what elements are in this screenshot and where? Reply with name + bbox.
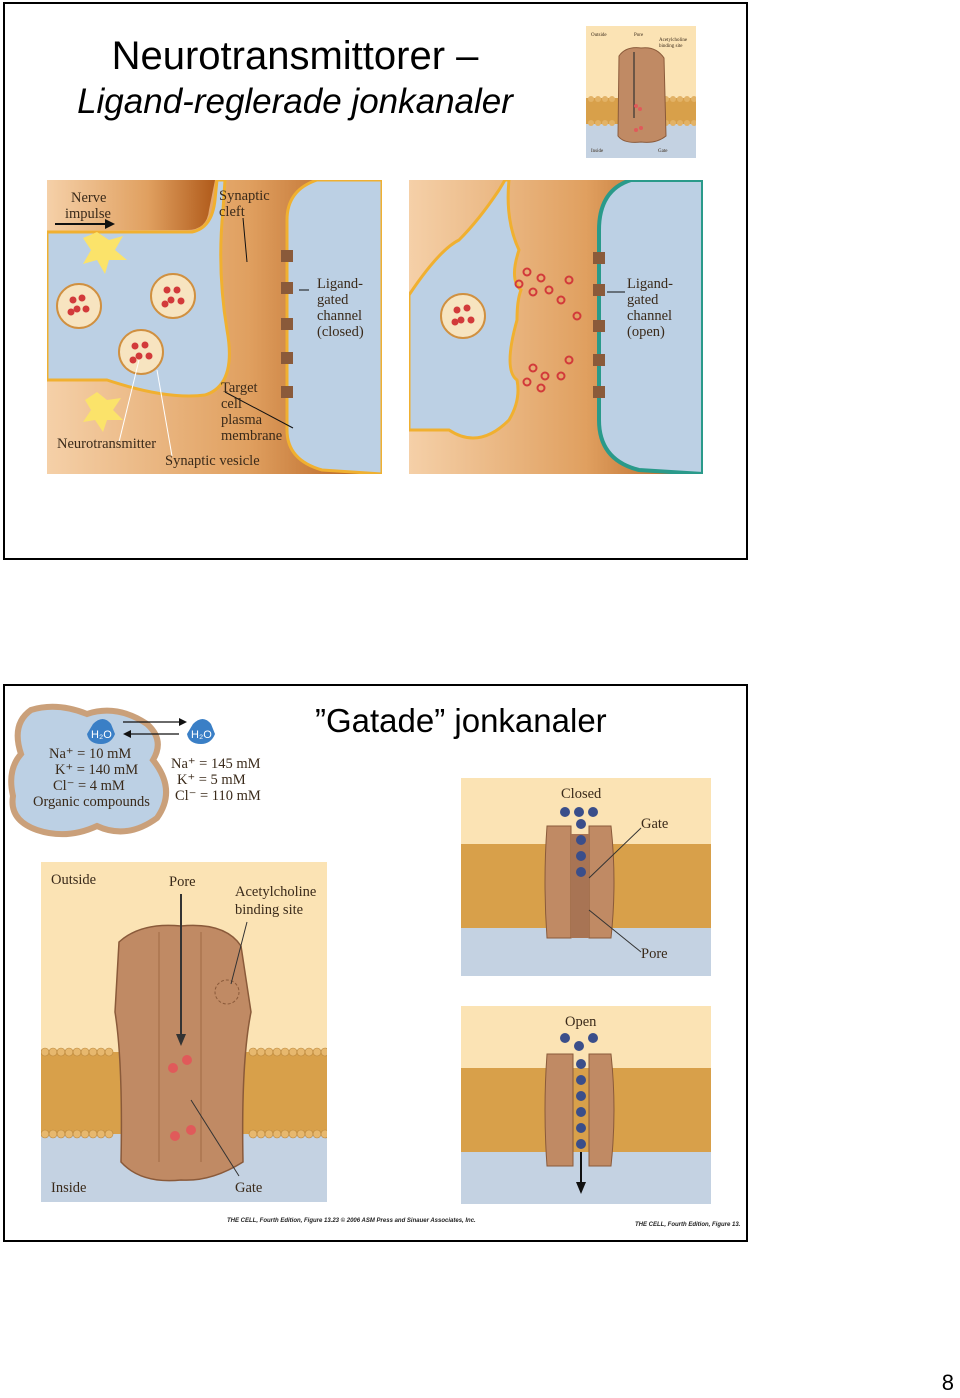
thumb-outside-label: Outside: [591, 33, 607, 38]
closed-pore-label: Pore: [641, 946, 668, 962]
thumb-inside-label: Inside: [591, 149, 604, 154]
outside-cl-conc: Cl⁻ = 110 mM: [175, 788, 261, 804]
open-channel-figure: Open: [461, 1006, 711, 1204]
target-cell-label-4: membrane: [221, 428, 282, 444]
target-cell-label-2: cell: [221, 396, 242, 412]
outside-label: Outside: [51, 872, 96, 888]
thumb-binding-label-2: binding site: [659, 44, 683, 49]
figure-credit-left: THE CELL, Fourth Edition, Figure 13.23 ©…: [227, 1218, 476, 1224]
closed-label: Closed: [561, 786, 602, 802]
slide-title: Neurotransmittorer –: [111, 34, 479, 78]
outside-k-conc: K⁺ = 5 mM: [177, 772, 246, 788]
gate-label: Gate: [235, 1180, 262, 1196]
slide-gated-channels: ”Gatade” jonkanaler H₂O H₂O Na⁺ = 10 mM …: [3, 684, 748, 1242]
thumbnail-channel-figure: Outside Pore Acetylcholine binding site …: [586, 26, 696, 158]
nerve-impulse-label-2: impulse: [65, 206, 111, 222]
slide-neurotransmitters: Neurotransmittorer – Ligand-reglerade jo…: [3, 2, 748, 560]
thumb-pore-label: Pore: [634, 33, 644, 38]
thumb-gate-label: Gate: [658, 149, 668, 154]
ligand-gated-open-label-2: gated: [627, 292, 659, 308]
closed-channel-figure: Closed Gate Pore: [461, 778, 711, 976]
target-cell-label-1: Target: [221, 380, 258, 396]
slide-subtitle: Ligand-reglerade jonkanaler: [77, 82, 513, 121]
slide-title: ”Gatade” jonkanaler: [315, 702, 607, 739]
synapse-open-figure: Ligand- gated channel (open): [409, 180, 703, 474]
cell-ion-diagram: H₂O H₂O Na⁺ = 10 mM K⁺ = 140 mM Cl⁻ = 4 …: [7, 700, 267, 850]
ligand-gated-open-label-4: (open): [627, 324, 665, 340]
pore-label: Pore: [169, 874, 196, 890]
ligand-gated-open-label-1: Ligand-: [627, 276, 673, 292]
synaptic-cleft-label: Synaptic: [219, 188, 270, 204]
nerve-impulse-label: Nerve: [71, 190, 106, 206]
synapse-closed-figure: Nerve impulse Synaptic cleft Ligand- gat…: [47, 180, 382, 474]
inside-label: Inside: [51, 1180, 86, 1196]
inside-cl-conc: Cl⁻ = 4 mM: [53, 778, 125, 794]
acetylcholine-channel-figure: Outside Pore Acetylcholine binding site …: [41, 862, 327, 1202]
ligand-gated-closed-label-4: (closed): [317, 324, 364, 340]
water-label-outside: H₂O: [191, 729, 212, 741]
neurotransmitter-label: Neurotransmitter: [57, 436, 156, 452]
synaptic-cleft-label-2: cleft: [219, 204, 245, 220]
closed-gate-label: Gate: [641, 816, 668, 832]
inside-na-conc: Na⁺ = 10 mM: [49, 746, 131, 762]
target-cell-label-3: plasma: [221, 412, 263, 428]
inside-organic-label: Organic compounds: [33, 794, 150, 810]
binding-site-label-1: Acetylcholine: [235, 884, 316, 900]
ligand-gated-closed-label-3: channel: [317, 308, 362, 324]
binding-site-label-2: binding site: [235, 902, 303, 918]
ligand-gated-open-label-3: channel: [627, 308, 672, 324]
ligand-gated-closed-label-2: gated: [317, 292, 349, 308]
figure-credit-right: THE CELL, Fourth Edition, Figure 13.: [635, 1222, 741, 1228]
open-label: Open: [565, 1014, 597, 1030]
synaptic-vesicle-label: Synaptic vesicle: [165, 453, 260, 469]
inside-k-conc: K⁺ = 140 mM: [55, 762, 138, 778]
thumb-binding-label: Acetylcholine: [659, 38, 688, 43]
outside-na-conc: Na⁺ = 145 mM: [171, 756, 261, 772]
ligand-gated-closed-label-1: Ligand-: [317, 276, 363, 292]
page-number: 8: [941, 1370, 954, 1395]
water-label-inside: H₂O: [91, 729, 112, 741]
